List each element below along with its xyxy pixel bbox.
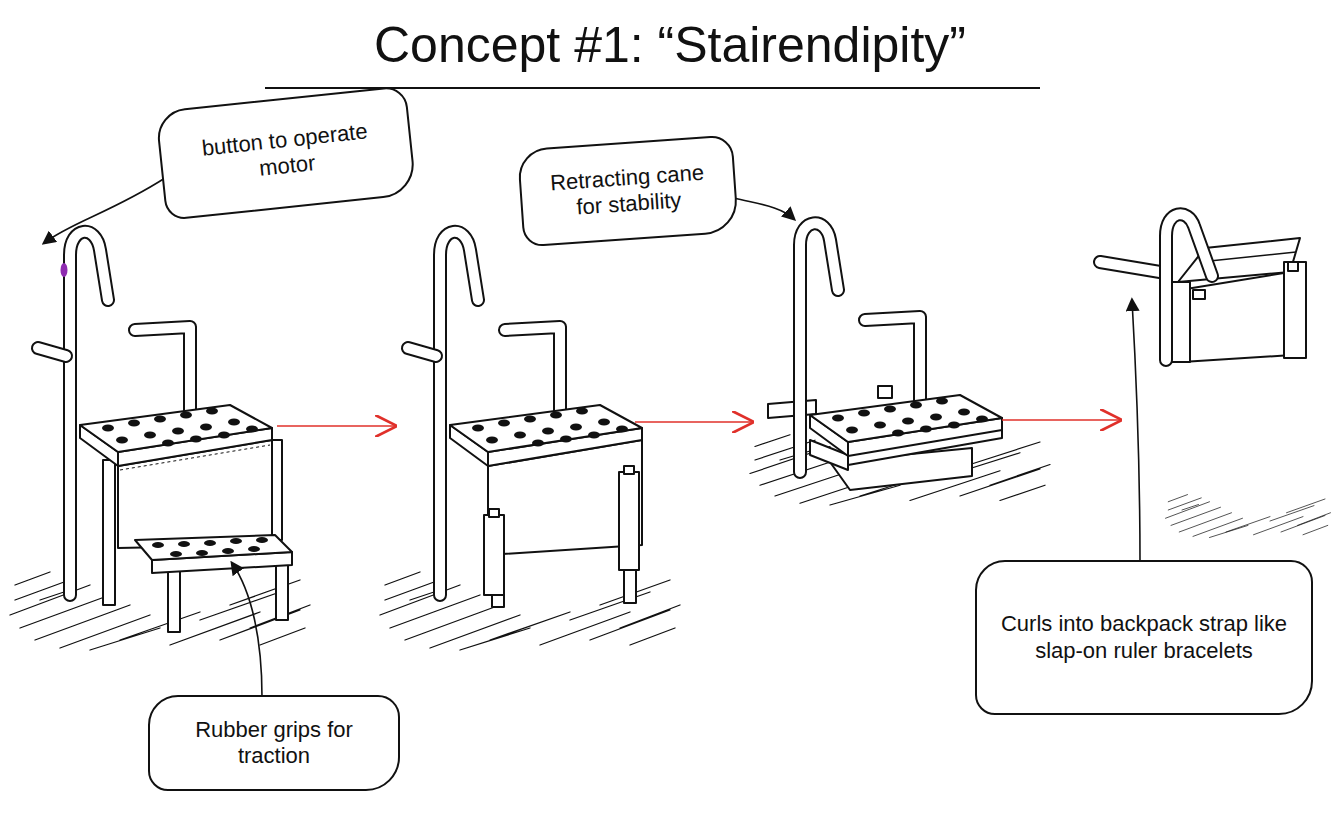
stool-stage-three [750,223,1050,505]
motor-button [61,263,68,277]
callout-text: Retracting cane for stability [536,158,719,223]
stool-stage-four [1100,214,1331,537]
progression-arrow [277,420,1120,426]
stool-stage-two [380,232,680,650]
callout-text: Curls into backpack strap like slap-on r… [993,611,1295,664]
diagram-title: Concept #1: “Stairendipity” [0,16,1340,74]
callout-bubble: Retracting cane for stability [517,135,739,248]
callout-bubble: Curls into backpack strap like slap-on r… [975,560,1313,715]
callout-text: Rubber grips for traction [166,717,382,770]
callout-text: button to operate motor [176,115,396,190]
callout-bubble: button to operate motor [155,85,417,221]
callout-bubble: Rubber grips for traction [148,695,400,791]
stool-stage-one [10,232,310,650]
